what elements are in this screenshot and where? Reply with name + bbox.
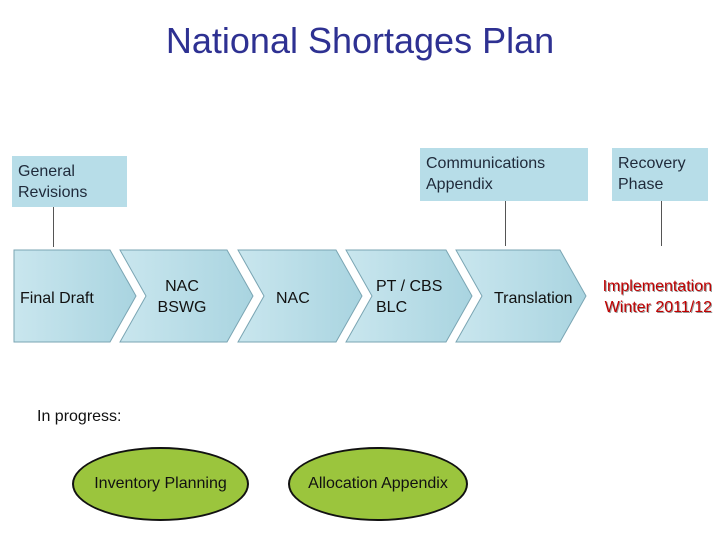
box-general-revisions-line2: Revisions: [18, 184, 88, 201]
ellipse-inventory-planning-label: Inventory Planning: [94, 475, 227, 492]
implementation-line1: Implementation: [602, 278, 712, 295]
page-title: National Shortages Plan: [165, 20, 555, 61]
box-recovery-phase-line2: Phase: [618, 176, 664, 193]
implementation-line2: Winter 2011/12: [604, 299, 712, 316]
implementation-label: Implementation Winter 2011/12: [603, 276, 712, 318]
flow-label-nac-line1: NAC: [276, 290, 310, 307]
flow-label-pt-cbs-blc-line1: PT / CBS: [376, 278, 443, 295]
flow-label-pt-cbs-blc: PT / CBS BLC: [376, 276, 442, 318]
flow-label-nac: NAC: [276, 288, 310, 309]
flow-label-translation: Translation: [494, 288, 573, 309]
chevron-final-draft: [13, 249, 137, 343]
flow-label-nac-bswg-line1: NAC: [165, 278, 199, 295]
flow-label-final-draft: Final Draft: [20, 288, 94, 309]
chevron-nac: [237, 249, 363, 343]
box-recovery-phase: Recovery Phase: [612, 148, 708, 201]
connector-communications-appendix: [505, 201, 506, 246]
box-communications-appendix-line2: Appendix: [426, 176, 493, 193]
box-recovery-phase-line1: Recovery: [618, 155, 686, 172]
connector-general-revisions: [53, 207, 54, 247]
chevron-pt-cbs-blc: [345, 249, 473, 343]
chevron-translation: [455, 249, 587, 343]
box-general-revisions-line1: General: [18, 163, 75, 180]
connector-recovery-phase: [661, 201, 662, 246]
ellipse-allocation-appendix: Allocation Appendix: [288, 447, 468, 521]
in-progress-label: In progress:: [37, 408, 122, 425]
box-general-revisions: General Revisions: [12, 156, 127, 207]
ellipse-inventory-planning: Inventory Planning: [72, 447, 249, 521]
flow-label-nac-bswg: NAC BSWG: [154, 276, 210, 318]
box-communications-appendix: Communications Appendix: [420, 148, 588, 201]
flow-label-final-draft-line1: Final Draft: [20, 290, 94, 307]
ellipse-allocation-appendix-label: Allocation Appendix: [308, 475, 448, 492]
chevron-nac-bswg: [119, 249, 254, 343]
box-communications-appendix-line1: Communications: [426, 155, 546, 172]
flow-label-translation-line1: Translation: [494, 290, 573, 307]
flow-label-nac-bswg-line2: BSWG: [157, 299, 207, 316]
flow-label-pt-cbs-blc-line2: BLC: [376, 299, 408, 316]
